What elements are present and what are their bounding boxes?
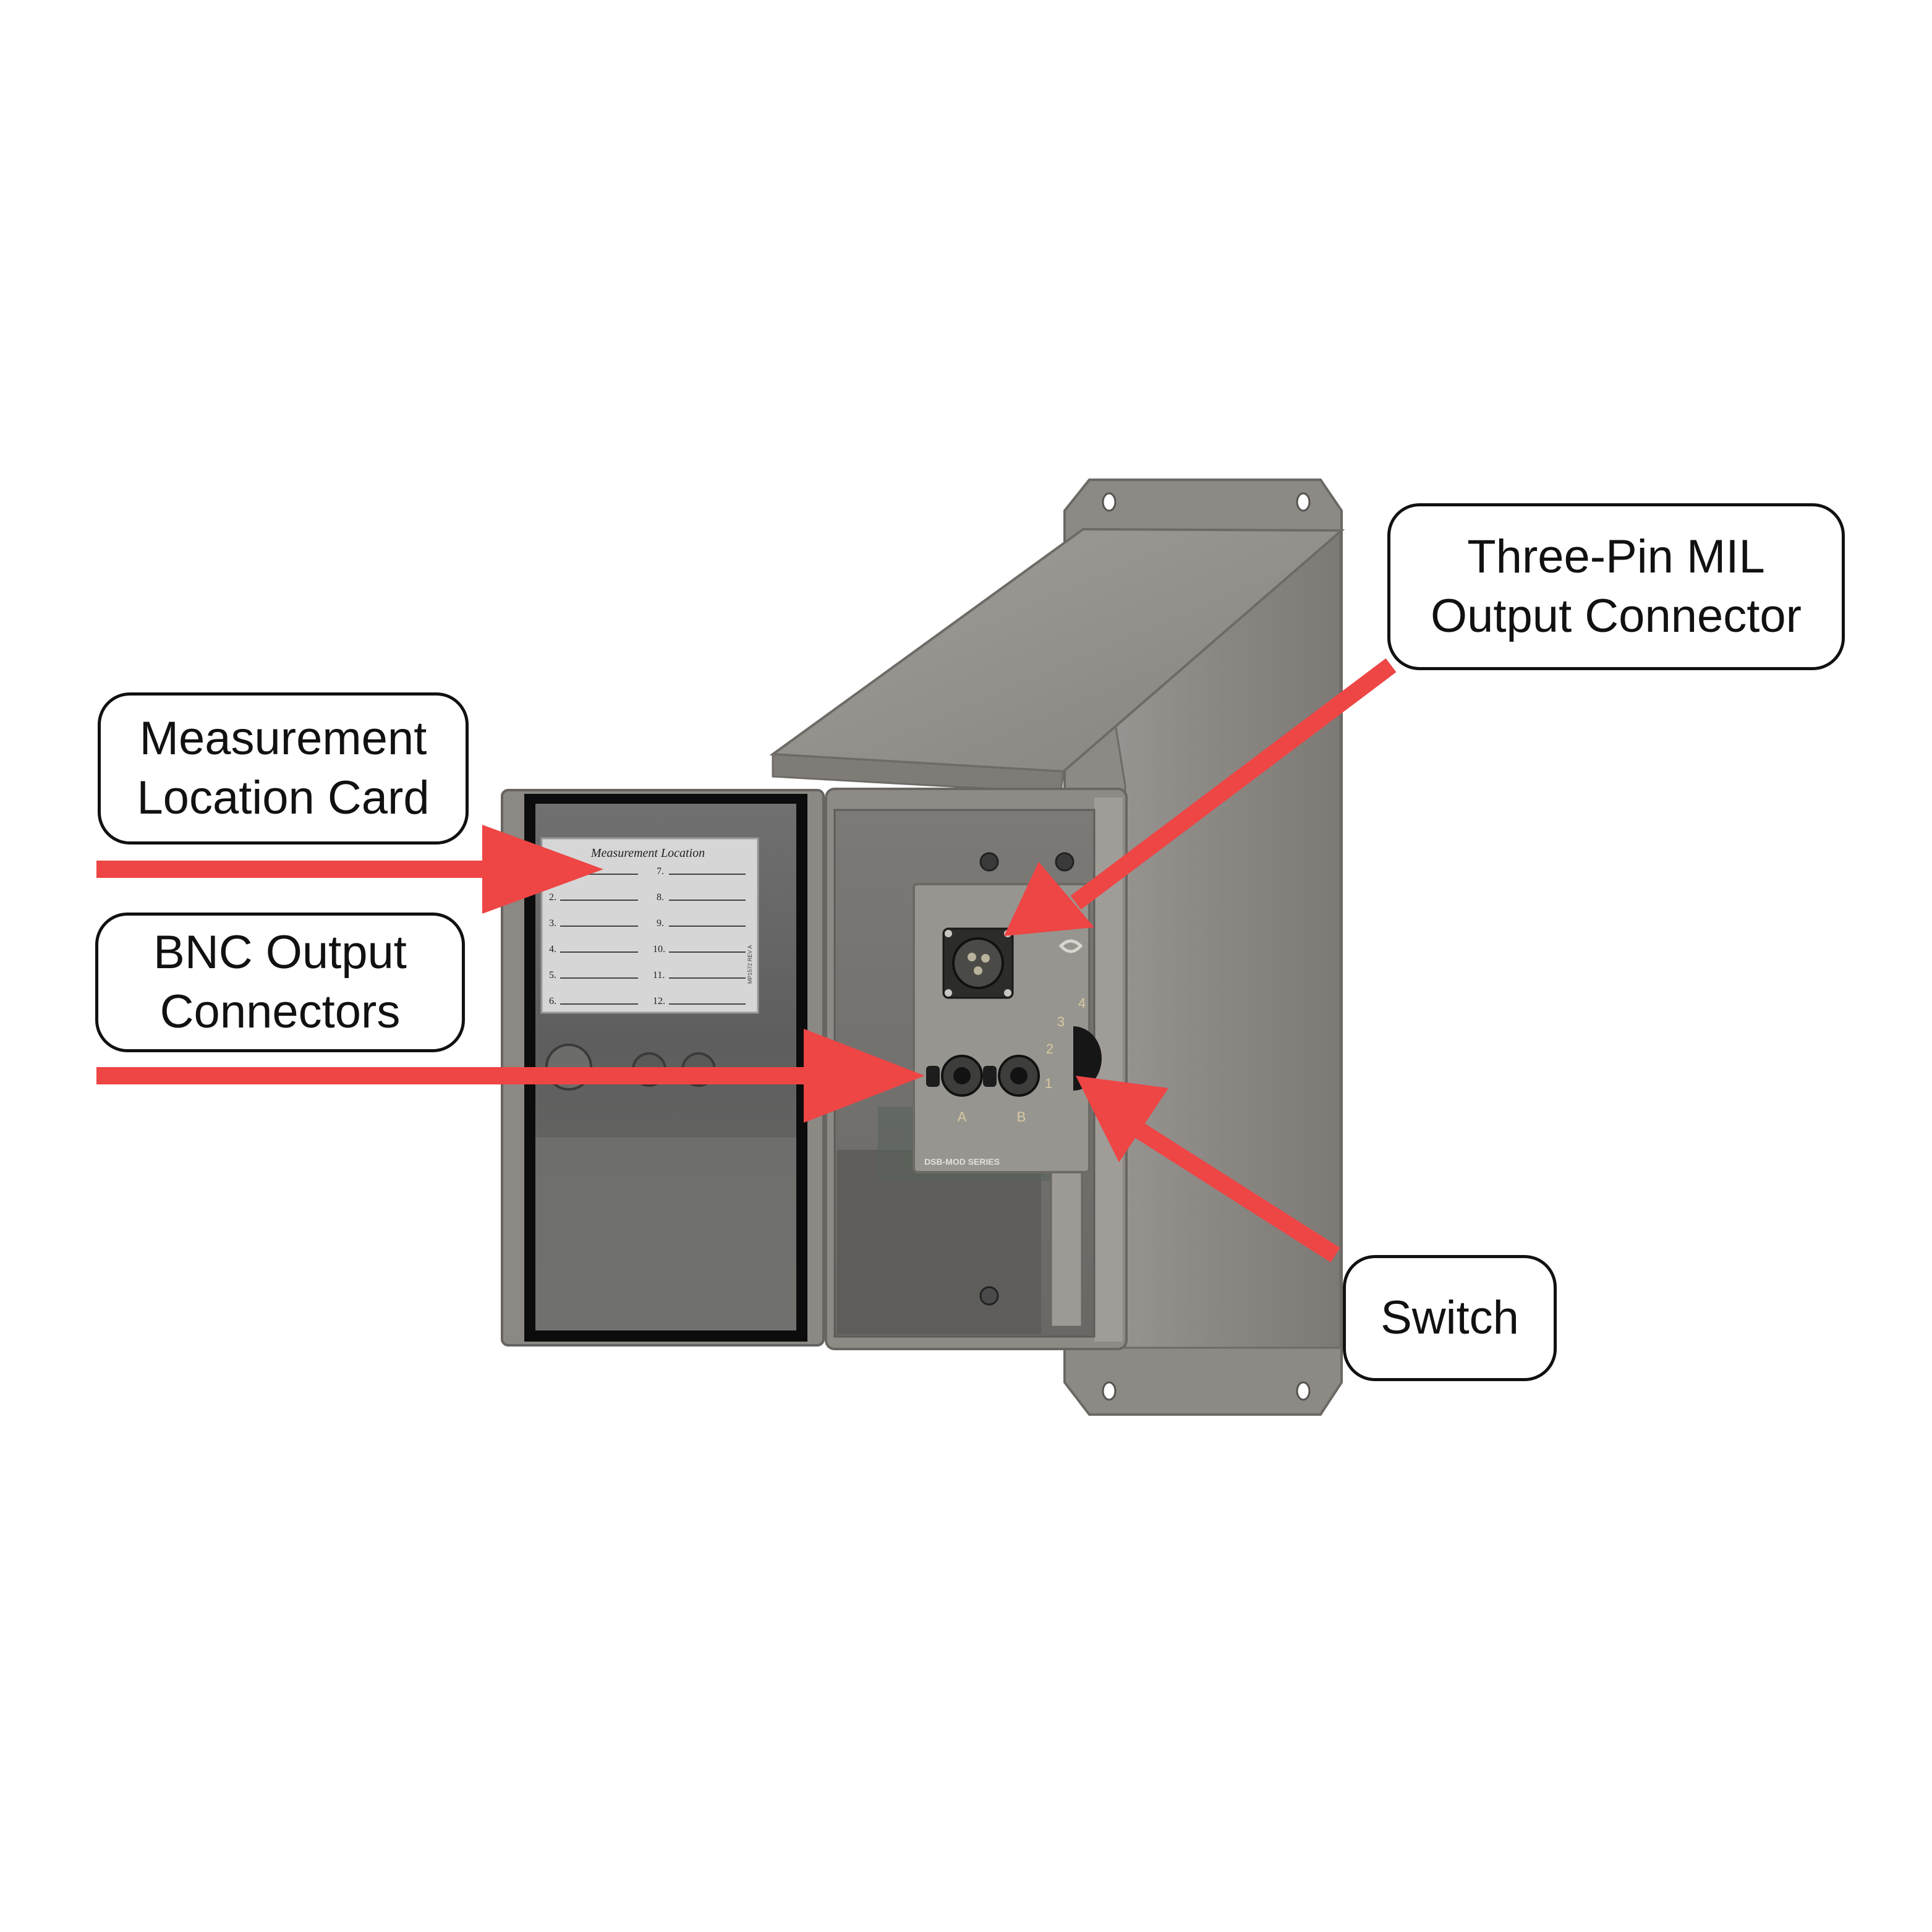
callout-arrows bbox=[96, 658, 1397, 1262]
bnc-connector-b-icon bbox=[983, 1055, 1040, 1097]
callout-card-line1: Measurement bbox=[139, 712, 427, 765]
mil-connector-pin-icon bbox=[968, 953, 976, 961]
card-number: 11. bbox=[653, 970, 665, 981]
callout-card-line2: Location Card bbox=[137, 772, 430, 824]
mil-connector-pin-icon bbox=[974, 966, 982, 975]
screw-icon bbox=[979, 852, 999, 872]
mil-arrow-shaft bbox=[1070, 658, 1397, 910]
mount-hole-icon bbox=[1296, 492, 1311, 512]
window-reflection bbox=[535, 1138, 796, 1330]
switch-arrow-head bbox=[1076, 1076, 1168, 1162]
switch-position-1: 1 bbox=[1045, 1076, 1052, 1091]
card-number: 9. bbox=[657, 918, 664, 929]
bnc-arrow-shaft bbox=[96, 1067, 863, 1084]
card-number: 3. bbox=[549, 918, 556, 929]
callout-mil-line1: Three-Pin MIL bbox=[1467, 530, 1765, 583]
card-number: 8. bbox=[657, 892, 664, 903]
mount-hole-icon bbox=[1296, 1381, 1311, 1401]
switch-arrow-shaft bbox=[1126, 1118, 1340, 1262]
callout-switch-line1: Switch bbox=[1381, 1292, 1519, 1344]
switch-position-4: 4 bbox=[1078, 995, 1086, 1011]
card-right-column: 7. 8. 9. 10. 11. 12. bbox=[653, 866, 746, 1006]
card-number: 4. bbox=[549, 944, 556, 955]
mil-connector-pin-icon bbox=[981, 954, 990, 963]
mount-hole-icon bbox=[1102, 492, 1117, 512]
bnc-b-label: B bbox=[1017, 1109, 1026, 1125]
card-number: 7. bbox=[657, 866, 664, 877]
callout-bnc-line2: Connectors bbox=[160, 985, 401, 1038]
card-number: 12. bbox=[653, 996, 665, 1006]
card-left-column: 1. 2. 3. 4. 5. 6. bbox=[549, 866, 638, 1006]
card-number: 10. bbox=[653, 944, 665, 955]
mil-connector-icon bbox=[952, 937, 1004, 989]
mil-arrow-head bbox=[1004, 862, 1094, 936]
callout-bnc-line1: BNC Output bbox=[153, 926, 407, 979]
card-number: 5. bbox=[549, 970, 556, 981]
series-label: DSB-MOD SERIES bbox=[924, 1157, 1000, 1167]
switch-position-2: 2 bbox=[1046, 1041, 1053, 1057]
card-arrow-head bbox=[482, 825, 603, 914]
screw-icon bbox=[1055, 852, 1075, 872]
callout-mil-connector: Three-Pin MIL Output Connector bbox=[1387, 503, 1845, 670]
callout-bnc-connectors: BNC Output Connectors bbox=[95, 913, 465, 1052]
logo-icon bbox=[1058, 939, 1083, 953]
switch-position-3: 3 bbox=[1057, 1014, 1065, 1029]
screw-icon bbox=[945, 989, 952, 997]
card-title: Measurement Location bbox=[590, 846, 705, 860]
callout-location-card: Measurement Location Card bbox=[98, 692, 469, 845]
card-number: 6. bbox=[549, 996, 556, 1006]
screw-icon bbox=[979, 1286, 999, 1306]
bnc-a-label: A bbox=[958, 1109, 967, 1125]
mounting-bracket bbox=[1050, 1171, 1083, 1328]
card-number: 2. bbox=[549, 892, 556, 903]
rotary-switch-icon bbox=[1073, 1026, 1102, 1091]
callout-switch: Switch bbox=[1343, 1255, 1557, 1381]
callout-mil-line2: Output Connector bbox=[1431, 590, 1802, 642]
card-side-code: MP1572 REV A bbox=[747, 945, 753, 984]
bnc-arrow-head bbox=[804, 1029, 925, 1123]
card-arrow-shaft bbox=[96, 861, 554, 878]
bnc-connector-a-icon bbox=[926, 1055, 983, 1097]
mount-hole-icon bbox=[1102, 1381, 1117, 1401]
screw-icon bbox=[1004, 989, 1011, 997]
screw-icon bbox=[945, 930, 952, 937]
